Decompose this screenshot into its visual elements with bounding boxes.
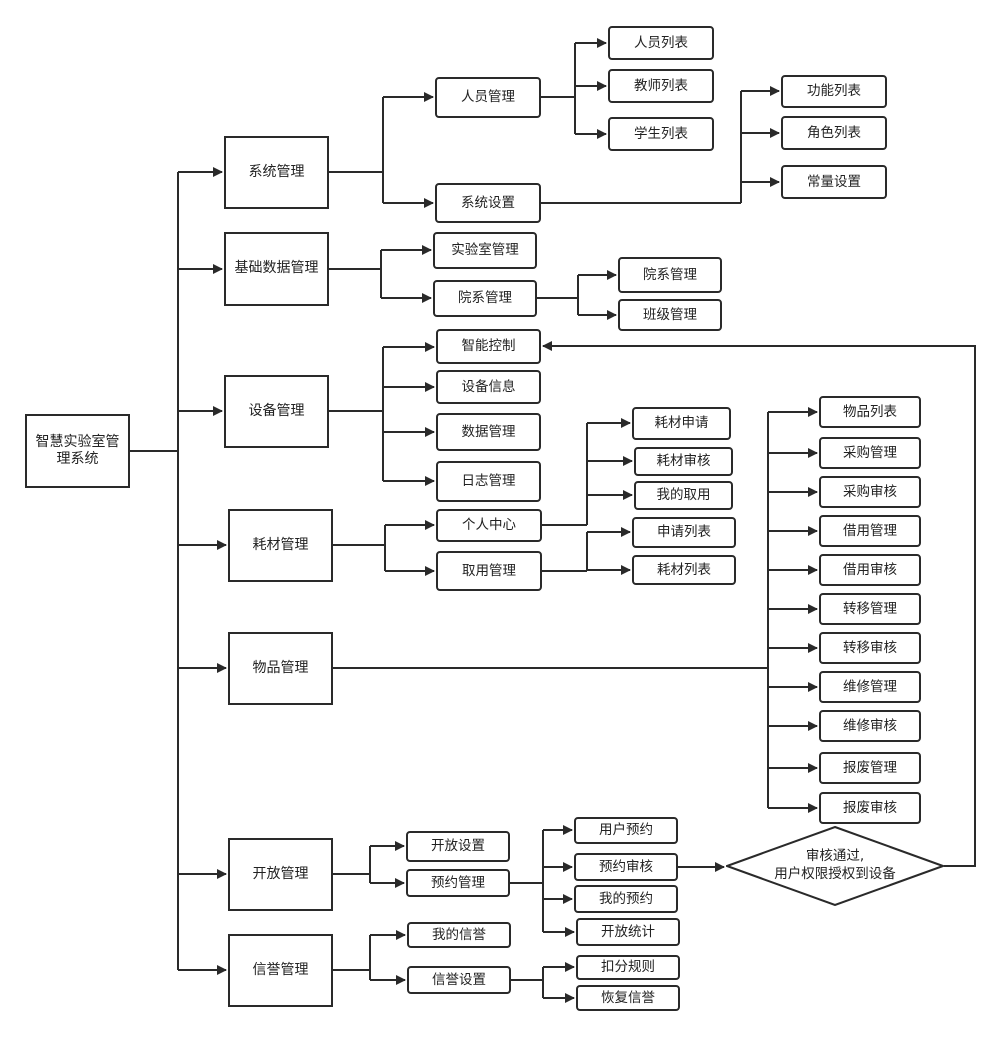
node-data-management: 数据管理 [436, 413, 541, 451]
module-consumable-management: 耗材管理 [228, 509, 333, 582]
node-borrow-review: 借用审核 [819, 554, 921, 586]
node-department-management-sub: 院系管理 [618, 257, 722, 293]
node-borrow-management: 借用管理 [819, 515, 921, 547]
node-restore-credit: 恢复信誉 [576, 985, 680, 1011]
node-reservation-management: 预约管理 [406, 869, 510, 897]
decision-text-line1: 审核通过, [805, 848, 865, 865]
module-open-management: 开放管理 [228, 838, 333, 911]
node-my-reservation: 我的预约 [574, 885, 678, 913]
node-purchase-management: 采购管理 [819, 437, 921, 469]
module-system-management: 系统管理 [224, 136, 329, 209]
node-open-settings: 开放设置 [406, 831, 510, 862]
node-personnel-list: 人员列表 [608, 26, 714, 60]
node-teacher-list: 教师列表 [608, 69, 714, 103]
node-scrap-review: 报废审核 [819, 792, 921, 824]
node-device-info: 设备信息 [436, 370, 541, 404]
module-basic-data-management: 基础数据管理 [224, 232, 329, 306]
node-deduction-rules: 扣分规则 [576, 955, 680, 980]
node-transfer-review: 转移审核 [819, 632, 921, 664]
node-consumable-review: 耗材审核 [634, 447, 733, 476]
decision-text-line2: 用户权限授权到设备 [774, 866, 896, 882]
node-personnel-management: 人员管理 [435, 77, 541, 118]
node-constant-settings: 常量设置 [781, 165, 887, 199]
node-my-credit: 我的信誉 [407, 922, 511, 948]
node-repair-review: 维修审核 [819, 710, 921, 742]
node-transfer-management: 转移管理 [819, 593, 921, 625]
node-log-management: 日志管理 [436, 461, 541, 502]
decision-diamond-shape [726, 826, 944, 906]
node-purchase-review: 采购审核 [819, 476, 921, 508]
node-role-list: 角色列表 [781, 116, 887, 150]
node-system-settings: 系统设置 [435, 183, 541, 223]
node-lab-management: 实验室管理 [433, 232, 537, 269]
module-device-management: 设备管理 [224, 375, 329, 448]
node-consumable-list: 耗材列表 [632, 555, 736, 585]
node-consumable-apply: 耗材申请 [632, 407, 731, 440]
node-take-management: 取用管理 [436, 551, 542, 591]
node-apply-list: 申请列表 [632, 517, 736, 548]
node-smart-control: 智能控制 [436, 329, 541, 364]
node-class-management: 班级管理 [618, 299, 722, 331]
root-system-node: 智慧实验室管理系统 [25, 414, 130, 488]
node-function-list: 功能列表 [781, 75, 887, 108]
node-reservation-review: 预约审核 [574, 853, 678, 881]
node-my-take: 我的取用 [634, 481, 733, 510]
node-personal-center: 个人中心 [436, 509, 542, 542]
node-credit-settings: 信誉设置 [407, 966, 511, 994]
decision-review-passed: 审核通过, 用户权限授权到设备 [726, 826, 944, 906]
module-item-management: 物品管理 [228, 632, 333, 705]
node-item-list: 物品列表 [819, 396, 921, 428]
node-open-statistics: 开放统计 [576, 918, 680, 946]
node-scrap-management: 报废管理 [819, 752, 921, 784]
node-repair-management: 维修管理 [819, 671, 921, 703]
connector-arrow [542, 341, 976, 867]
node-student-list: 学生列表 [608, 117, 714, 151]
module-credit-management: 信誉管理 [228, 934, 333, 1007]
node-user-reservation: 用户预约 [574, 817, 678, 844]
node-department-management: 院系管理 [433, 280, 537, 317]
